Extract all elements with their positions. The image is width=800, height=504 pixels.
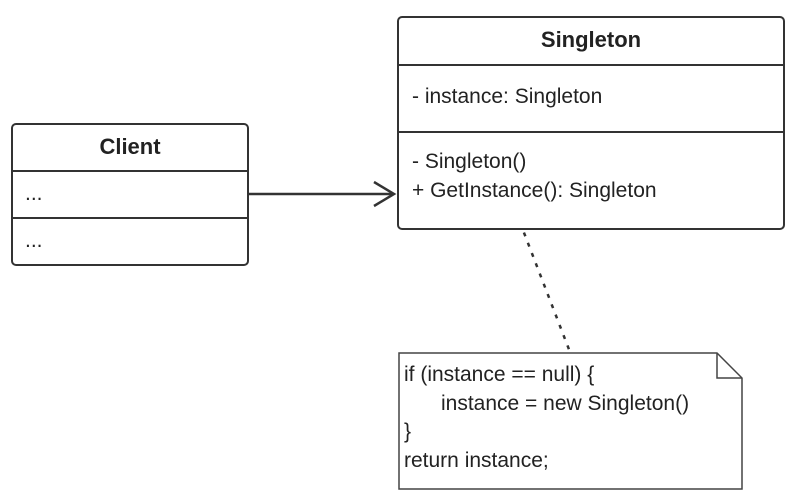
association-arrowhead (373, 180, 397, 208)
note-line: } (404, 420, 412, 443)
singleton-class-name: Singleton (540, 27, 642, 52)
singleton-constructor: - Singleton() (412, 150, 527, 173)
singleton-class-box[interactable]: Singleton - instance: Singleton - Single… (397, 16, 785, 230)
singleton-getinstance-method: + GetInstance(): Singleton (412, 179, 657, 202)
note-anchor-dotted-line (514, 211, 572, 353)
note-line: instance = new Singleton() (441, 391, 690, 415)
client-operations: ... (13, 217, 247, 264)
note-shape (398, 352, 743, 490)
note-line: return instance; (404, 448, 549, 472)
note-line: if (instance == null) { (404, 363, 595, 386)
singleton-operations: - Singleton() + GetInstance(): Singleton (399, 131, 783, 228)
client-class-name: Client (99, 134, 161, 159)
client-class-box[interactable]: Client ... ... (11, 123, 249, 266)
implementation-note[interactable]: if (instance == null) { instance = new S… (398, 352, 743, 490)
client-attributes: ... (13, 170, 247, 217)
note-code: if (instance == null) { instance = new S… (404, 361, 689, 475)
singleton-attributes: - instance: Singleton (399, 64, 783, 131)
